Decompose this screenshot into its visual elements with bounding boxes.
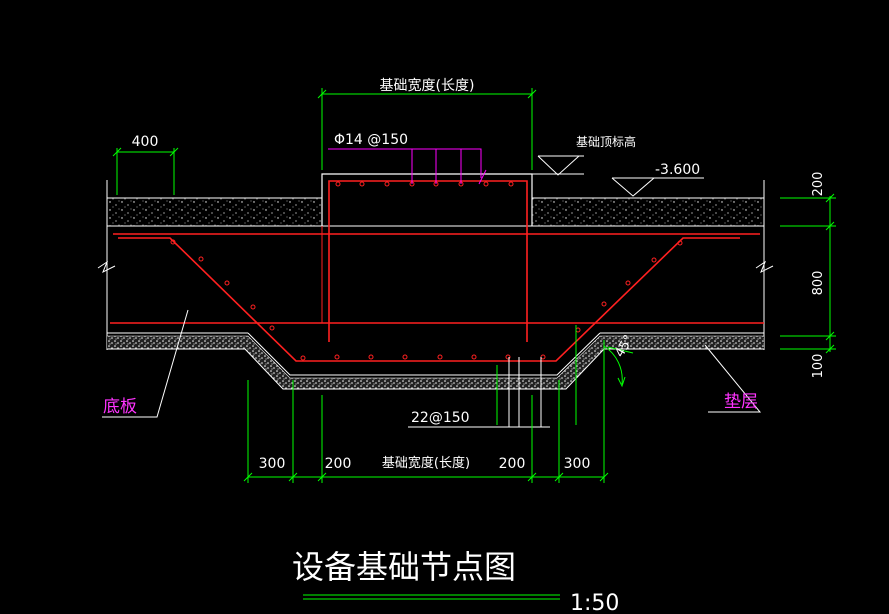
scale-label: 1:50 bbox=[570, 591, 619, 614]
dim-200-right-label: 200 bbox=[499, 456, 526, 472]
angle-arc bbox=[603, 345, 634, 388]
top-rebar-leader bbox=[328, 148, 487, 185]
top-width-label: 基础宽度(长度) bbox=[380, 77, 475, 94]
title-underline bbox=[303, 594, 560, 600]
top-slab-layer bbox=[107, 197, 764, 227]
dim-200-right-vertical: 200 bbox=[811, 172, 826, 197]
dim-400-label: 400 bbox=[132, 134, 159, 150]
cushion-label: 垫层 bbox=[724, 392, 758, 412]
dim-100-vertical: 100 bbox=[811, 354, 826, 379]
dim-300-right-label: 300 bbox=[564, 456, 591, 472]
bottom-rebar-label: 22@150 bbox=[411, 410, 470, 426]
rebar-dots bbox=[170, 181, 683, 361]
bottom-rebar-leader bbox=[408, 357, 550, 428]
cushion-layer bbox=[107, 335, 764, 390]
base-slab-label: 底板 bbox=[103, 397, 137, 417]
dim-300-left-label: 300 bbox=[259, 456, 286, 472]
drawing-title: 设备基础节点图 bbox=[292, 548, 516, 586]
pedestal-outline bbox=[321, 173, 533, 226]
dim-800-vertical: 800 bbox=[811, 271, 826, 296]
rebar-lines bbox=[110, 180, 764, 362]
top-elevation-label: 基础顶标高 bbox=[576, 134, 636, 149]
dim-200-left-label: 200 bbox=[325, 456, 352, 472]
elevation-markers bbox=[532, 155, 704, 197]
dimension-lines bbox=[112, 88, 836, 483]
label-leaders bbox=[102, 309, 762, 418]
rebar-top-label: Φ14 @150 bbox=[334, 132, 408, 148]
base-slab-outline bbox=[97, 180, 774, 376]
drawing-texts: 基础宽度(长度) 400 Φ14 @150 基础顶标高 -3.600 200 8… bbox=[103, 77, 826, 614]
bottom-width-label: 基础宽度(长度) bbox=[382, 455, 470, 471]
elevation-label: -3.600 bbox=[655, 162, 700, 178]
